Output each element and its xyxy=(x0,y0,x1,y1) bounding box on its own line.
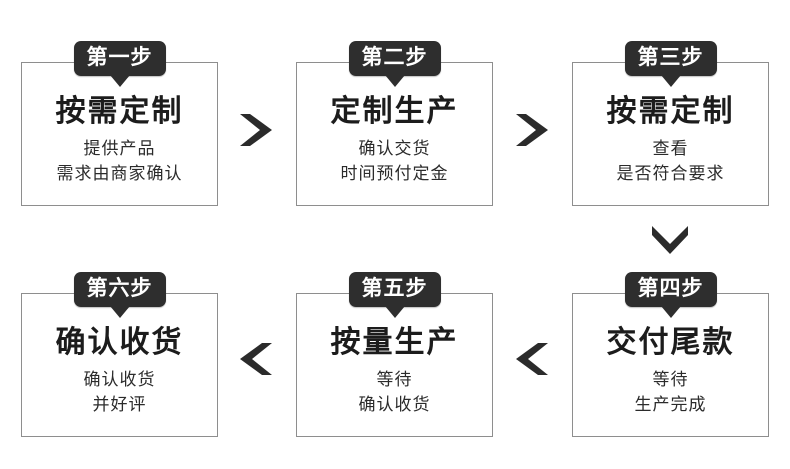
step-card-2-lines: 确认交货 时间预付定金 xyxy=(341,136,449,187)
step-card-3-title: 按需定制 xyxy=(606,95,735,129)
step-card-1-lines: 提供产品 需求由商家确认 xyxy=(57,136,183,187)
step-card-1-body: 按需定制 提供产品 需求由商家确认 xyxy=(22,63,217,205)
step-badge-2: 第二步 xyxy=(348,41,441,77)
step-card-1: 第一步 按需定制 提供产品 需求由商家确认 xyxy=(21,41,218,206)
step-card-5-line-2: 确认收货 xyxy=(358,395,431,415)
step-badge-5: 第五步 xyxy=(348,272,441,308)
step-card-1-line-1: 提供产品 xyxy=(83,138,156,158)
step-card-6-lines: 确认收货 并好评 xyxy=(84,367,156,418)
step-card-6: 第六步 确认收货 确认收货 并好评 xyxy=(21,272,218,437)
step-card-2-line-1: 确认交货 xyxy=(358,138,431,158)
chevron-left-icon xyxy=(510,337,554,381)
step-card-1-line-2: 需求由商家确认 xyxy=(56,164,183,184)
step-card-6-line-1: 确认收货 xyxy=(83,369,156,389)
step-card-3-line-1: 查看 xyxy=(652,138,689,158)
step-card-3-body: 按需定制 查看 是否符合要求 xyxy=(573,63,768,205)
step-card-4-line-2: 生产完成 xyxy=(634,395,707,415)
step-card-3-line-2: 是否符合要求 xyxy=(616,164,725,184)
step-card-6-body: 确认收货 确认收货 并好评 xyxy=(22,294,217,436)
step-badge-4: 第四步 xyxy=(624,272,717,308)
step-card-5-body: 按量生产 等待 确认收货 xyxy=(297,294,492,436)
step-card-5: 第五步 按量生产 等待 确认收货 xyxy=(296,272,493,437)
step-badge-3: 第三步 xyxy=(624,41,717,77)
chevron-right-icon xyxy=(234,108,278,152)
chevron-down-icon xyxy=(648,222,692,262)
chevron-left-icon xyxy=(234,337,278,381)
step-card-3-lines: 查看 是否符合要求 xyxy=(617,136,725,187)
step-card-4-title: 交付尾款 xyxy=(606,326,735,360)
step-badge-1: 第一步 xyxy=(73,41,166,77)
step-card-4-line-1: 等待 xyxy=(652,369,689,389)
step-card-2-title: 定制生产 xyxy=(330,95,459,129)
step-card-5-lines: 等待 确认收货 xyxy=(359,367,431,418)
step-card-2: 第二步 定制生产 确认交货 时间预付定金 xyxy=(296,41,493,206)
step-card-4: 第四步 交付尾款 等待 生产完成 xyxy=(572,272,769,437)
step-card-4-lines: 等待 生产完成 xyxy=(635,367,707,418)
step-card-6-line-2: 并好评 xyxy=(92,395,147,415)
step-card-5-title: 按量生产 xyxy=(330,326,459,360)
chevron-right-icon xyxy=(510,108,554,152)
step-card-4-body: 交付尾款 等待 生产完成 xyxy=(573,294,768,436)
step-card-5-line-1: 等待 xyxy=(376,369,413,389)
step-card-6-title: 确认收货 xyxy=(55,326,184,360)
step-card-2-line-2: 时间预付定金 xyxy=(340,164,449,184)
step-card-1-title: 按需定制 xyxy=(55,95,184,129)
step-card-2-body: 定制生产 确认交货 时间预付定金 xyxy=(297,63,492,205)
step-badge-6: 第六步 xyxy=(73,272,166,308)
step-card-3: 第三步 按需定制 查看 是否符合要求 xyxy=(572,41,769,206)
